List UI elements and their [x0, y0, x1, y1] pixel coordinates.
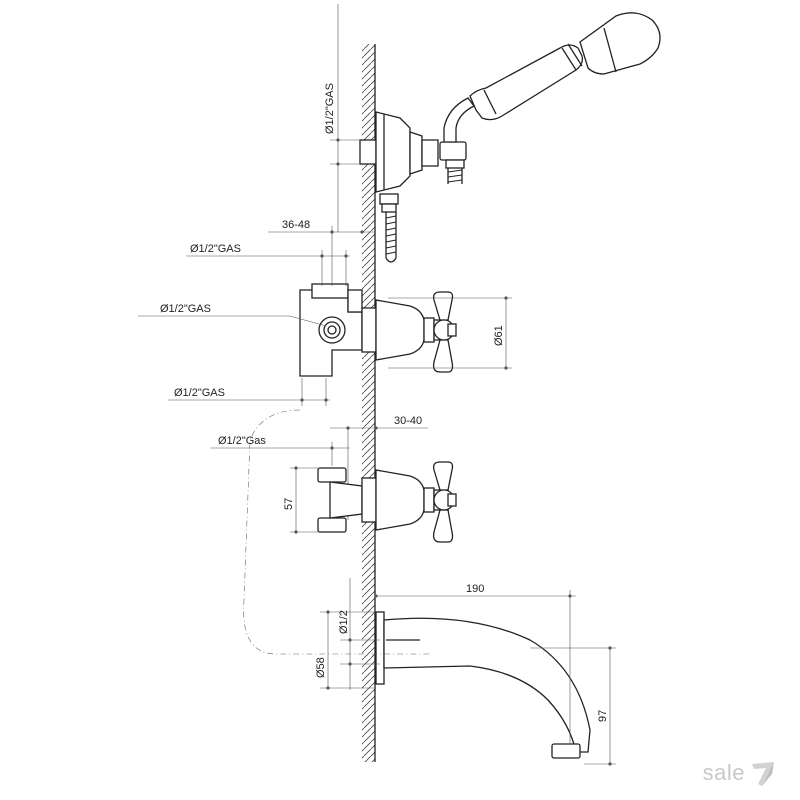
dim-57: 57: [283, 498, 295, 510]
lower-cross-valve: [317, 461, 457, 543]
upper-cross-valve: [375, 291, 457, 373]
bath-spout: [375, 611, 591, 759]
dim-97: 97: [597, 710, 609, 722]
hand-shower-assembly: [359, 12, 661, 263]
dimension-lines: [138, 138, 616, 766]
dim-190: 190: [466, 583, 484, 595]
dim-gas-upper: Ø1/2"GAS: [190, 243, 241, 255]
dim-half: Ø1/2: [338, 610, 350, 634]
dim-gas-middle: Ø1/2"GAS: [160, 303, 211, 315]
diverter-body: [299, 283, 377, 377]
dim-top-gas: Ø1/2"GAS: [324, 83, 336, 134]
seven-logo-icon: [752, 762, 774, 786]
dim-gas-lower: Ø1/2"GAS: [174, 387, 225, 399]
dim-30-40: 30-40: [394, 415, 422, 427]
connection-centerline: [243, 409, 430, 655]
dim-gas-small: Ø1/2"Gas: [218, 435, 266, 447]
watermark-text: sale: [702, 760, 745, 785]
dimension-labels: Ø1/2"GAS 36-48 Ø1/2"GAS Ø1/2"GAS Ø1/2"GA…: [160, 83, 609, 722]
dim-61: Ø61: [493, 325, 505, 346]
watermark: sale: [703, 758, 778, 788]
dim-58: Ø58: [315, 657, 327, 678]
dim-36-48: 36-48: [282, 219, 310, 231]
